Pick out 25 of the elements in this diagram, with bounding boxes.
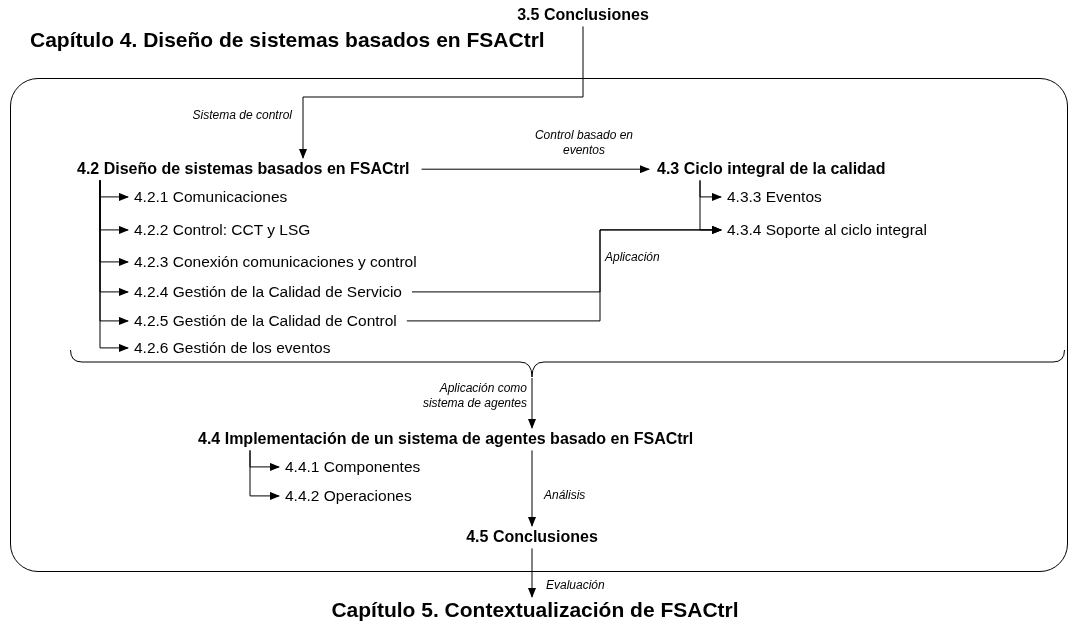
subsection-title: 4.3.3 Eventos xyxy=(727,188,822,206)
subsection-title: 4.2.1 Comunicaciones xyxy=(134,188,288,206)
section-title: 4.2 Diseño de sistemas basados en FSACtrl xyxy=(77,160,410,179)
chapter-heading: Capítulo 4. Diseño de sistemas basados en FSACtrl xyxy=(30,28,545,53)
subsection-title: 4.2.5 Gestión de la Calidad de Control xyxy=(134,312,397,330)
subsection-title: 4.4.2 Operaciones xyxy=(285,487,412,505)
arrow xyxy=(528,377,536,429)
subsection-title: 4.2.4 Gestión de la Calidad de Servicio xyxy=(134,283,402,301)
section-title: 3.5 Conclusiones xyxy=(517,6,649,25)
subsection-title: 4.2.6 Gestión de los eventos xyxy=(134,339,331,357)
arrow xyxy=(528,449,536,527)
arrow xyxy=(249,449,280,500)
chapter-heading: Capítulo 5. Contextualización de FSACtrl xyxy=(331,598,739,623)
subsection-title: 4.4.1 Componentes xyxy=(285,458,421,476)
arrow xyxy=(406,225,722,322)
subsection-title: 4.3.4 Soporte al ciclo integral xyxy=(727,221,927,239)
subsection-title: 4.2.3 Conexión comunicaciones y control xyxy=(134,253,417,271)
arrow xyxy=(99,179,129,352)
arrow xyxy=(299,25,584,159)
section-title: 4.3 Ciclo integral de la calidad xyxy=(657,160,886,179)
subsection-title: 4.2.2 Control: CCT y LSG xyxy=(134,221,311,239)
section-title: 4.5 Conclusiones xyxy=(466,528,598,547)
arrow xyxy=(528,547,536,598)
section-title: 4.4 Implementación de un sistema de agentes basado en FSACtrl xyxy=(198,430,694,449)
arrow xyxy=(421,165,650,174)
